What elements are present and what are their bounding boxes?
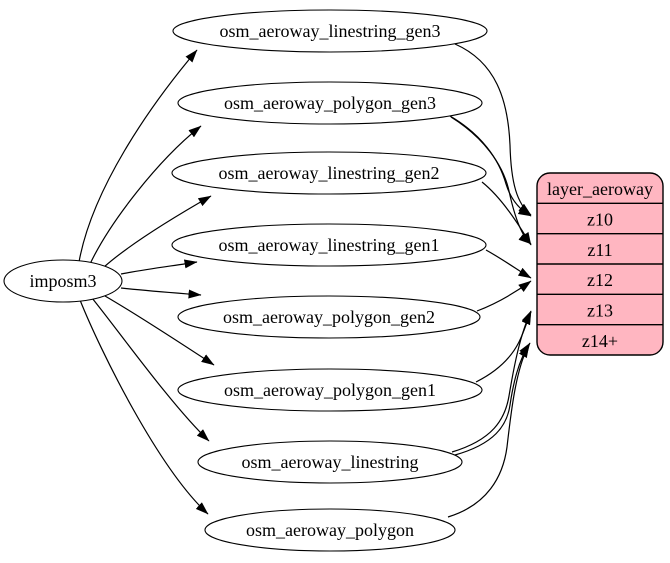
node-ellipse-osm-aeroway-linestring-gen2 [171,151,487,195]
node-osm-aeroway-linestring-gen1: osm_aeroway_linestring_gen1 [171,223,487,267]
edge-osm-aeroway-linestring-to-z14plus [454,342,531,456]
node-label-osm-aeroway-polygon-gen1: osm_aeroway_polygon_gen1 [224,380,436,400]
node-layer-aeroway: layer_aeroway z10 z11 z12 z13 z14+ [536,172,664,356]
node-label-osm-aeroway-linestring: osm_aeroway_linestring [242,452,419,472]
edge-osm-aeroway-polygon-gen2-to-z12 [476,280,532,312]
node-label-imposm3: imposm3 [29,271,96,291]
edge-osm-aeroway-linestring-gen1-to-z12 [485,249,532,279]
edge-imposm3-to-osm-aeroway-polygon-gen1 [104,295,215,366]
node-ellipse-osm-aeroway-linestring-gen1 [171,223,487,267]
edges [78,43,532,518]
layer-row-z10: z10 [587,210,613,230]
node-ellipse-osm-aeroway-polygon [204,508,456,552]
node-osm-aeroway-linestring-gen2: osm_aeroway_linestring_gen2 [171,151,487,195]
layer-row-z12: z12 [587,270,613,290]
node-osm-aeroway-linestring-gen3: osm_aeroway_linestring_gen3 [172,9,488,53]
edge-imposm3-to-osm-aeroway-polygon-gen2 [120,287,202,299]
node-osm-aeroway-polygon-gen3: osm_aeroway_polygon_gen3 [177,81,483,125]
edge-imposm3-to-osm-aeroway-polygon [79,299,209,515]
layer-row-z13: z13 [587,301,613,321]
node-imposm3: imposm3 [3,259,123,303]
node-ellipse-imposm3 [3,259,123,303]
node-osm-aeroway-polygon: osm_aeroway_polygon [204,508,456,552]
node-ellipse-osm-aeroway-linestring-gen3 [172,9,488,53]
edge-osm-aeroway-linestring-to-z13 [451,310,532,453]
edge-osm-aeroway-linestring-gen3-to-z10 [454,43,532,216]
edge-osm-aeroway-linestring-gen2-to-z11 [481,181,532,246]
node-ellipse-osm-aeroway-polygon-gen2 [177,295,481,339]
node-label-osm-aeroway-linestring-gen3: osm_aeroway_linestring_gen3 [220,21,441,41]
edge-osm-aeroway-polygon-to-z14plus [447,344,530,518]
layer-row-z14plus: z14+ [582,331,618,351]
edge-imposm3-to-osm-aeroway-polygon-gen3 [89,125,202,265]
node-osm-aeroway-polygon-gen1: osm_aeroway_polygon_gen1 [177,368,483,412]
table-nodes: imposm3 osm_aeroway_linestring_gen3 osm_ae… [3,9,488,552]
node-label-osm-aeroway-linestring-gen1: osm_aeroway_linestring_gen1 [219,235,440,255]
edge-imposm3-to-osm-aeroway-linestring-gen1 [120,259,198,275]
node-osm-aeroway-polygon-gen2: osm_aeroway_polygon_gen2 [177,295,481,339]
edge-osm-aeroway-polygon-gen3-to-z11 [450,116,532,245]
node-label-osm-aeroway-polygon-gen3: osm_aeroway_polygon_gen3 [224,93,436,113]
node-osm-aeroway-linestring: osm_aeroway_linestring [197,440,463,484]
layer-node-title: layer_aeroway [547,179,653,199]
node-ellipse-osm-aeroway-polygon-gen1 [177,368,483,412]
layer-row-z11: z11 [587,240,612,260]
edge-imposm3-to-osm-aeroway-linestring [91,297,210,442]
edge-imposm3-to-osm-aeroway-linestring-gen2 [103,195,212,268]
edge-osm-aeroway-polygon-gen1-to-z13 [475,311,532,383]
edge-imposm3-to-osm-aeroway-linestring-gen3 [78,49,198,263]
node-label-osm-aeroway-polygon-gen2: osm_aeroway_polygon_gen2 [223,307,435,327]
node-label-osm-aeroway-polygon: osm_aeroway_polygon [246,520,414,540]
node-label-osm-aeroway-linestring-gen2: osm_aeroway_linestring_gen2 [219,163,440,183]
node-ellipse-osm-aeroway-polygon-gen3 [177,81,483,125]
node-ellipse-osm-aeroway-linestring [197,440,463,484]
